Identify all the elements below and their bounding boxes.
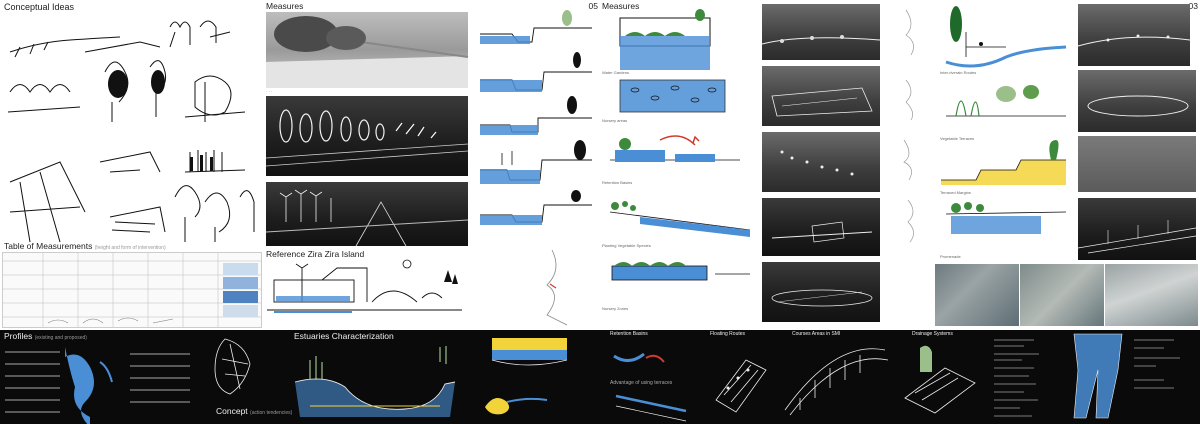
aerial-photo-2 xyxy=(1020,264,1104,326)
page-number-03: 03 xyxy=(1188,1,1198,11)
section-sketches xyxy=(480,10,592,225)
caption-planting-species: Planting Vegetable Species xyxy=(602,243,651,248)
aerial-photo-1 xyxy=(935,264,1019,326)
render-1 xyxy=(761,4,881,60)
render-4 xyxy=(762,198,880,256)
render-2 xyxy=(762,66,880,126)
caption-vegetable-terraces: Vegetable Terraces xyxy=(940,136,975,141)
right-render-4 xyxy=(1077,198,1197,260)
floating-title: Floating Routes xyxy=(710,331,746,337)
retention-subtitle: Advantage of using terraces xyxy=(610,380,673,386)
retention-basins-sketch-dark xyxy=(613,352,687,422)
right-render-1 xyxy=(1077,4,1191,66)
page-number-05: 05 xyxy=(588,1,598,11)
drainage-title: Drainage Systems xyxy=(912,331,953,337)
panel-measures-colored: Measures Water Gardens Nursery areas Ret… xyxy=(600,0,760,330)
drainage-sketch xyxy=(904,345,976,414)
caption-promenade: Promenade xyxy=(940,254,961,259)
concept-title-text: Concept xyxy=(216,406,248,416)
planting-species-sketch xyxy=(609,201,751,237)
caption-retention-basins: Retention Basins xyxy=(602,180,633,185)
courses-title: Courses Areas in SMI xyxy=(792,331,841,337)
concept-tree-sketch xyxy=(214,338,251,395)
conceptual-ideas-title: Conceptual Ideas xyxy=(4,2,75,12)
caption-nursery-areas: Nursery areas xyxy=(602,118,628,123)
table-grid xyxy=(3,253,261,327)
profiles-title: Profiles (existing and proposed) xyxy=(4,331,87,341)
right-render-2 xyxy=(1078,70,1196,132)
courses-bridge-sketch xyxy=(784,348,889,416)
table-subtitle: (height and form of intervention) xyxy=(94,245,166,251)
caption-terraced-margins: Terraced Margins xyxy=(940,190,971,195)
table-of-measurements-title: Table of Measurements (height and form o… xyxy=(4,241,166,251)
estuaries-title: Estuaries Characterization xyxy=(294,331,394,341)
table-title-text: Table of Measurements xyxy=(4,241,93,251)
nursery-zones-sketch xyxy=(611,262,750,281)
photo-seafront-day xyxy=(266,12,469,88)
nursery-areas-sketch xyxy=(619,79,726,113)
caption-nursery-zones: Nursery Zones xyxy=(602,306,629,311)
inter-riverain-sketch xyxy=(945,6,1067,68)
measures-title-mid: Measures xyxy=(602,1,640,11)
profiles-title-text: Profiles xyxy=(4,331,33,341)
measures-title-left: Measures xyxy=(266,1,304,11)
estuaries-section-sketch xyxy=(294,346,456,417)
vegetable-terraces-sketch xyxy=(946,85,1066,117)
profiles-sketch xyxy=(5,347,190,424)
aerial-photo-3 xyxy=(1105,264,1198,326)
yellow-terrace-sketch xyxy=(485,338,568,415)
handwritten-notes xyxy=(994,339,1039,417)
panel-conceptual-ideas: Conceptual Ideas Table of Measurements xyxy=(0,0,262,330)
floating-routes-sketch xyxy=(715,359,767,413)
water-gardens-sketch xyxy=(619,9,711,70)
concept-subtitle: (action tendencies) xyxy=(250,410,293,416)
retention-title: Retention Basins xyxy=(610,331,648,337)
map-outlines-column xyxy=(903,9,914,243)
panel-marsh-sketches: Inter-riverain Routes Vegetable Terraces… xyxy=(882,0,1076,262)
profiles-subtitle: (existing and proposed) xyxy=(34,335,87,341)
terraced-margins-sketch xyxy=(941,140,1066,185)
retention-basins-sketch xyxy=(610,135,740,162)
promenade-sketch xyxy=(945,202,1067,234)
render-3 xyxy=(762,132,880,192)
render-5 xyxy=(762,262,880,322)
measurements-table xyxy=(2,252,262,328)
photo-trees-render xyxy=(265,96,469,176)
colored-map-sketch xyxy=(1073,333,1180,419)
panel-renders-column xyxy=(760,0,882,330)
bottom-strip: Profiles (existing and proposed) Concept… xyxy=(0,330,1200,424)
caption-photo-1: · · · xyxy=(266,89,273,94)
map-outline-sketch xyxy=(546,249,568,326)
reference-title: Reference Zira Zira Island xyxy=(266,249,365,259)
photo-turbines-render xyxy=(265,182,469,247)
panel-right-renders: 03 xyxy=(1076,0,1200,262)
concept-sketches xyxy=(7,20,255,243)
panel-measures-photos: Measures · · · xyxy=(262,0,472,330)
concept-title: Concept (action tendencies) xyxy=(216,406,292,416)
caption-inter-riverain: Inter-riverain Routes xyxy=(940,70,977,75)
caption-water-gardens: Water Gardens xyxy=(602,70,629,75)
panel-measures-sketches: 05 xyxy=(472,0,600,330)
right-render-3 xyxy=(1078,136,1196,192)
zira-island-diagram xyxy=(267,259,462,313)
